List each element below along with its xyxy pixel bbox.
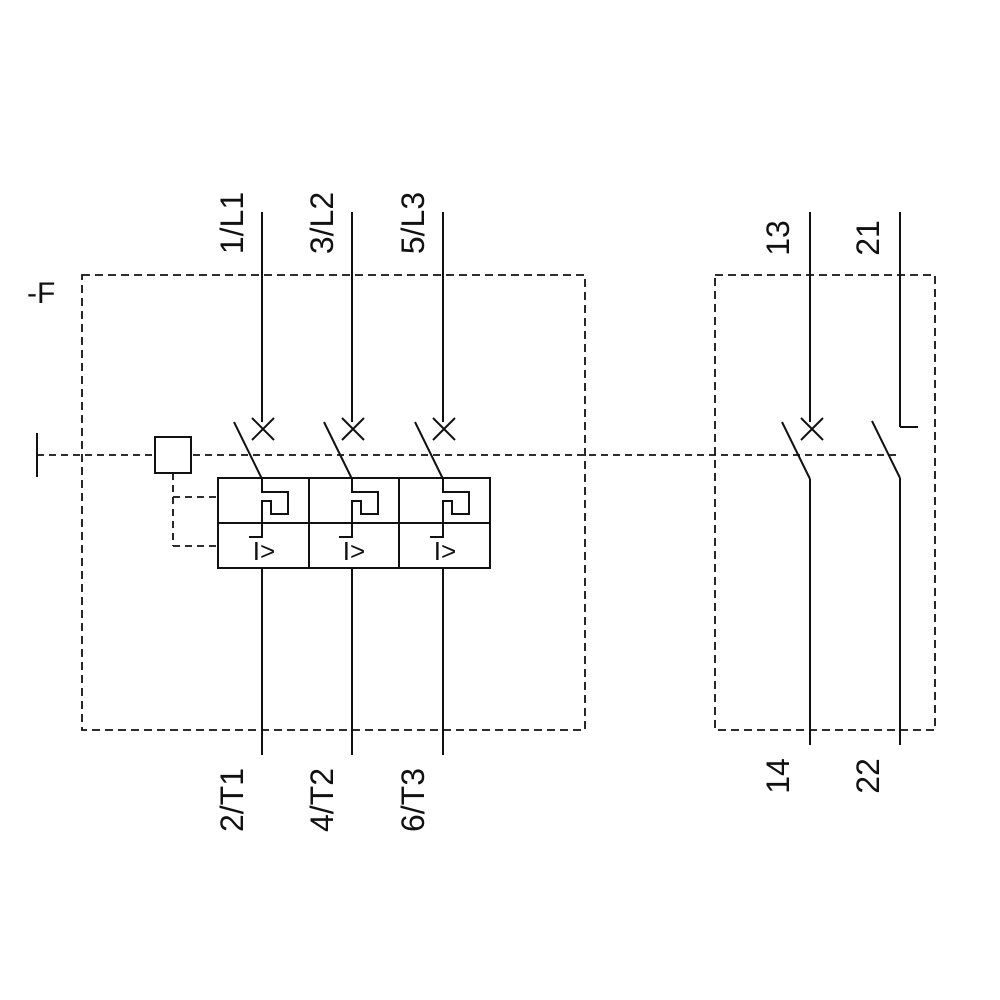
aux-no-moving-contact-diagonal [781,421,811,480]
pole-2-latch-symbol [351,479,379,538]
main-breaker-enclosure-outline [81,274,586,731]
aux-nc-contact: 21 22 [850,212,918,794]
pole-2-circuit-breaker-x-icon [341,417,365,441]
aux-nc-moving-contact-diagonal [871,420,901,479]
terminal-label-1L1: 1/L1 [214,192,250,254]
terminal-label-6T3: 6/T3 [395,768,431,832]
manual-actuator-symbol [154,436,192,474]
pole-2-overcurrent-label: I> [343,536,365,566]
trip-unit-dividers [218,478,490,568]
pole-3-overcurrent-label: I> [434,536,456,566]
pole-2-moving-contact-diagonal [323,421,353,480]
pole-3-circuit-breaker-x-icon [432,417,456,441]
terminal-label-14: 14 [760,758,796,794]
terminal-label-5L3: 5/L3 [395,192,431,254]
terminal-label-4T2: 4/T2 [304,768,340,832]
terminal-label-2T1: 2/T1 [214,768,250,832]
terminal-label-3L2: 3/L2 [304,192,340,254]
terminal-label-13: 13 [760,220,796,256]
pole-3-latch-symbol [442,479,470,538]
trip-linkage-dashed-lines [172,473,218,547]
aux-no-contact: 13 14 [760,212,824,794]
pole-1-latch-symbol [261,479,289,538]
pole-3-moving-contact-diagonal [414,421,444,480]
aux-no-breaker-x-icon [800,417,824,441]
pole-1-circuit-breaker-x-icon [251,417,275,441]
main-pole-3: 5/L3 I> 6/T3 [395,192,470,832]
pole-1-moving-contact-diagonal [233,421,263,480]
terminal-label-21: 21 [850,220,886,256]
pole-1-overcurrent-label: I> [253,536,275,566]
main-pole-2: 3/L2 I> 4/T2 [304,192,379,832]
trip-unit-block [217,477,491,569]
aux-contacts-enclosure-outline [714,274,936,731]
main-pole-1: 1/L1 I> 2/T1 [214,192,289,832]
device-designation-label: -F [27,277,55,310]
terminal-label-22: 22 [850,758,886,794]
